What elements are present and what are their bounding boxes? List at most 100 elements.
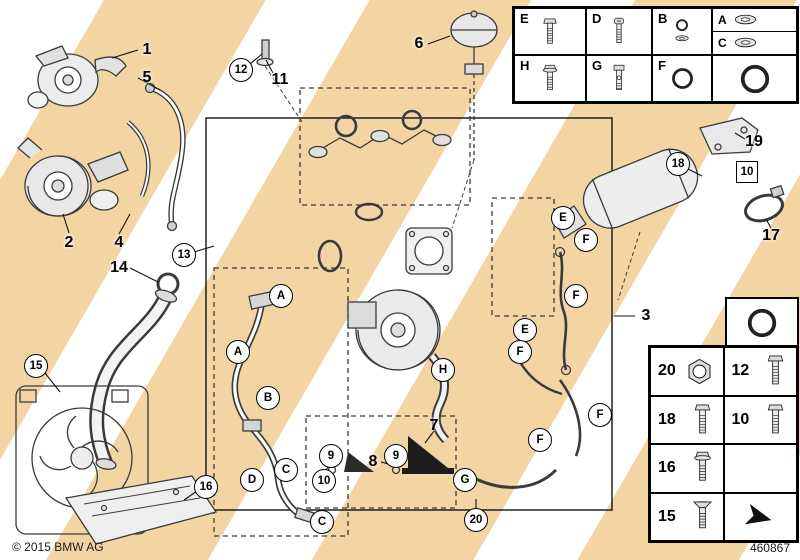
hw-cell-A[interactable]: A (713, 9, 796, 32)
callout-12-12[interactable]: 12 (229, 58, 253, 82)
hw-cell-18[interactable]: 18 (650, 395, 724, 444)
callout-c-26[interactable]: C (310, 510, 334, 534)
turbocharger-center (347, 289, 450, 444)
hw-cell-label: 12 (731, 362, 750, 380)
hex-bolt-icon (540, 15, 560, 49)
dashed-group-brackets (305, 415, 457, 509)
hw-cell-20[interactable]: 20 (650, 347, 724, 396)
callout-f-32[interactable]: F (508, 340, 532, 364)
callout-f-29[interactable]: F (574, 228, 598, 252)
hw-cell-C[interactable]: C (713, 32, 796, 55)
hw-cell-E[interactable]: E (514, 8, 586, 55)
hw-cell-15[interactable]: 15 (650, 492, 724, 541)
callout-8-8[interactable]: 8 (368, 453, 378, 470)
callout-5-1[interactable]: 5 (142, 69, 152, 86)
next-page-cell[interactable] (723, 492, 797, 541)
callout-g-36[interactable]: G (453, 468, 477, 492)
callout-14-6[interactable]: 14 (110, 259, 128, 276)
mounting-bracket (699, 117, 759, 155)
exhaust-clamp (744, 184, 785, 223)
callout-e-28[interactable]: E (551, 206, 575, 230)
hw-cell-10[interactable]: 10 (723, 395, 797, 444)
seal-ring-box[interactable] (725, 297, 799, 348)
callout-16-15[interactable]: 16 (194, 475, 218, 499)
callout-19-11[interactable]: 19 (745, 133, 763, 150)
callout-6-3[interactable]: 6 (414, 35, 424, 52)
hw-cell-AC: A C (712, 8, 797, 55)
coolant-line (126, 120, 151, 197)
hw-cell-label: 18 (658, 410, 676, 428)
hex-bolt-icon (764, 352, 787, 390)
countersunk-screw-icon (691, 498, 714, 536)
washer-icon (732, 13, 759, 26)
callout-f-35[interactable]: F (528, 428, 552, 452)
hex-bolt-icon (764, 401, 787, 439)
callout-9-17[interactable]: 9 (384, 444, 408, 468)
washer-icon (732, 36, 759, 49)
callout-18-20[interactable]: 18 (666, 152, 690, 176)
dashed-group-manifold (299, 87, 471, 206)
callout-7-7[interactable]: 7 (429, 417, 439, 434)
callout-10-21[interactable]: 10 (736, 161, 758, 183)
turbocharger-2 (17, 137, 129, 217)
callout-4-5[interactable]: 4 (114, 234, 124, 251)
torx-bolt-icon (609, 15, 629, 49)
hw-cell-label: A (718, 12, 727, 27)
callout-f-30[interactable]: F (564, 284, 588, 308)
callout-9-16[interactable]: 9 (319, 444, 343, 468)
flange-bolt-icon (691, 449, 714, 487)
callout-e-31[interactable]: E (513, 318, 537, 342)
callout-1-0[interactable]: 1 (142, 41, 152, 58)
callout-10-18[interactable]: 10 (312, 469, 336, 493)
hw-cell-label: D (592, 11, 602, 26)
hw-cell-D[interactable]: D (586, 8, 652, 55)
flange-bolt-icon (540, 62, 560, 96)
callout-a-22[interactable]: A (269, 284, 293, 308)
banjo-bolt-icon (609, 62, 629, 96)
intake-hose (89, 272, 180, 470)
callout-c-25[interactable]: C (274, 458, 298, 482)
hw-cell-16[interactable]: 16 (650, 444, 724, 493)
heat-shield-plate (64, 475, 218, 545)
callout-h-33[interactable]: H (431, 358, 455, 382)
hex-nut-icon (685, 357, 714, 386)
hw-cell-label: G (592, 58, 603, 73)
callout-13-13[interactable]: 13 (172, 243, 196, 267)
oil-drain-pipe (469, 379, 582, 489)
callout-20-19[interactable]: 20 (464, 508, 488, 532)
callout-2-4[interactable]: 2 (64, 234, 74, 251)
main-parts-frame (205, 117, 613, 511)
hex-bolt-icon (691, 401, 714, 439)
callout-d-27[interactable]: D (240, 468, 264, 492)
sensor-lines (518, 246, 572, 396)
stud-bolt (256, 39, 274, 67)
hw-cell-H[interactable]: H (514, 55, 586, 102)
fasteners-table-bottom: 20 12 18 10 16 15 (648, 345, 799, 543)
hw-cell-label: H (520, 58, 530, 73)
callout-17-10[interactable]: 17 (762, 227, 780, 244)
fasteners-table-top: E D B A C H G (512, 6, 799, 104)
dashed-group-lines (491, 197, 555, 317)
vacuum-actuator (450, 10, 498, 160)
callout-b-24[interactable]: B (256, 386, 280, 410)
next-page-arrow-icon (743, 501, 775, 533)
hw-cell-B[interactable]: B (652, 8, 712, 55)
hw-cell-large-o-ring[interactable] (712, 55, 797, 102)
callout-11-2[interactable]: 11 (271, 71, 289, 88)
callout-a-23[interactable]: A (226, 340, 250, 364)
hw-cell-G[interactable]: G (586, 55, 652, 102)
callout-3-9[interactable]: 3 (641, 307, 651, 324)
turbocharger-1 (27, 45, 127, 109)
hw-cell-12[interactable]: 12 (723, 347, 797, 396)
callout-15-14[interactable]: 15 (24, 354, 48, 378)
hw-cell-F[interactable]: F (652, 55, 712, 102)
large-o-ring-icon (738, 62, 772, 96)
support-brackets (327, 436, 454, 475)
construction-lines (264, 65, 641, 301)
hw-cell-label: E (520, 11, 529, 26)
hw-cell-label: B (658, 11, 668, 26)
callout-f-34[interactable]: F (588, 403, 612, 427)
dashed-group-hoses (213, 267, 349, 537)
